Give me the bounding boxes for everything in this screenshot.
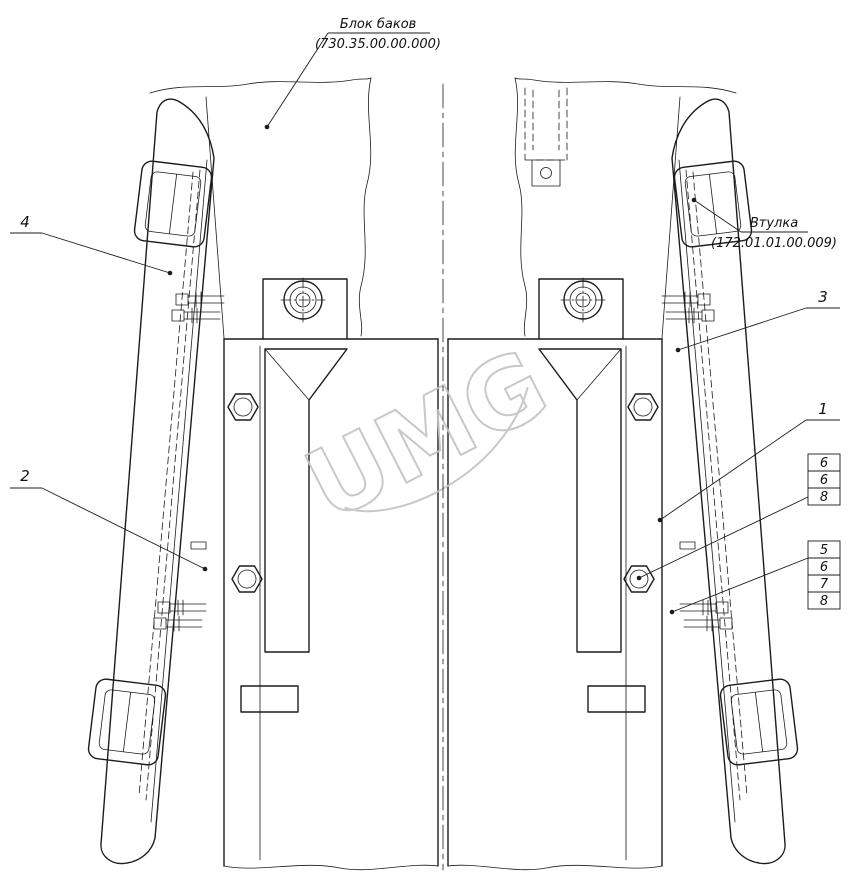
callout-3-number: 3 [818, 288, 828, 306]
callout-stack-b: 5 6 7 8 [669, 540, 841, 615]
block-leader-line [266, 32, 329, 128]
callout-2-leader [41, 487, 206, 570]
callout-1: 1 [657, 400, 840, 523]
callout-3: 3 [675, 288, 840, 353]
bushing-label-title: Втулка [750, 216, 798, 231]
callout-3-leader [677, 307, 807, 351]
annotations: Блок баков (730.35.00.00.000) Втулка (17… [10, 17, 841, 615]
stack-a-leader [638, 496, 809, 579]
callout-stack-a: 6 6 8 [636, 453, 841, 581]
callout-4-number: 4 [20, 213, 30, 231]
stack-b-row-4: 8 [820, 594, 828, 609]
callout-1-leader [659, 419, 807, 521]
watermark-swoosh [344, 386, 529, 513]
right-view-slot [524, 87, 568, 187]
callout-2: 2 [10, 467, 208, 572]
callout-2-number: 2 [20, 467, 30, 485]
right-view [447, 77, 800, 871]
bushing-label: Втулка (172.01.01.00.009) [691, 197, 837, 251]
watermark-text: UMG [289, 328, 565, 542]
stack-a-row-2: 6 [820, 473, 828, 488]
stack-b-row-1: 5 [820, 543, 828, 558]
stack-a-row-1: 6 [820, 456, 828, 471]
stack-b-row-3: 7 [820, 577, 829, 592]
stack-b-leader [671, 557, 809, 613]
bushing-leader-line [693, 199, 742, 233]
block-label-code: (730.35.00.00.000) [315, 37, 441, 52]
bushing-label-code: (172.01.01.00.009) [711, 236, 837, 251]
callout-4: 4 [10, 213, 173, 276]
stack-b-row-2: 6 [820, 560, 828, 575]
callout-4-leader [41, 232, 171, 274]
block-label-title: Блок баков [340, 17, 417, 32]
stack-a-row-3: 8 [820, 490, 828, 505]
callout-1-number: 1 [818, 400, 828, 418]
watermark: UMG [288, 327, 566, 543]
block-label: Блок баков (730.35.00.00.000) [264, 17, 441, 130]
